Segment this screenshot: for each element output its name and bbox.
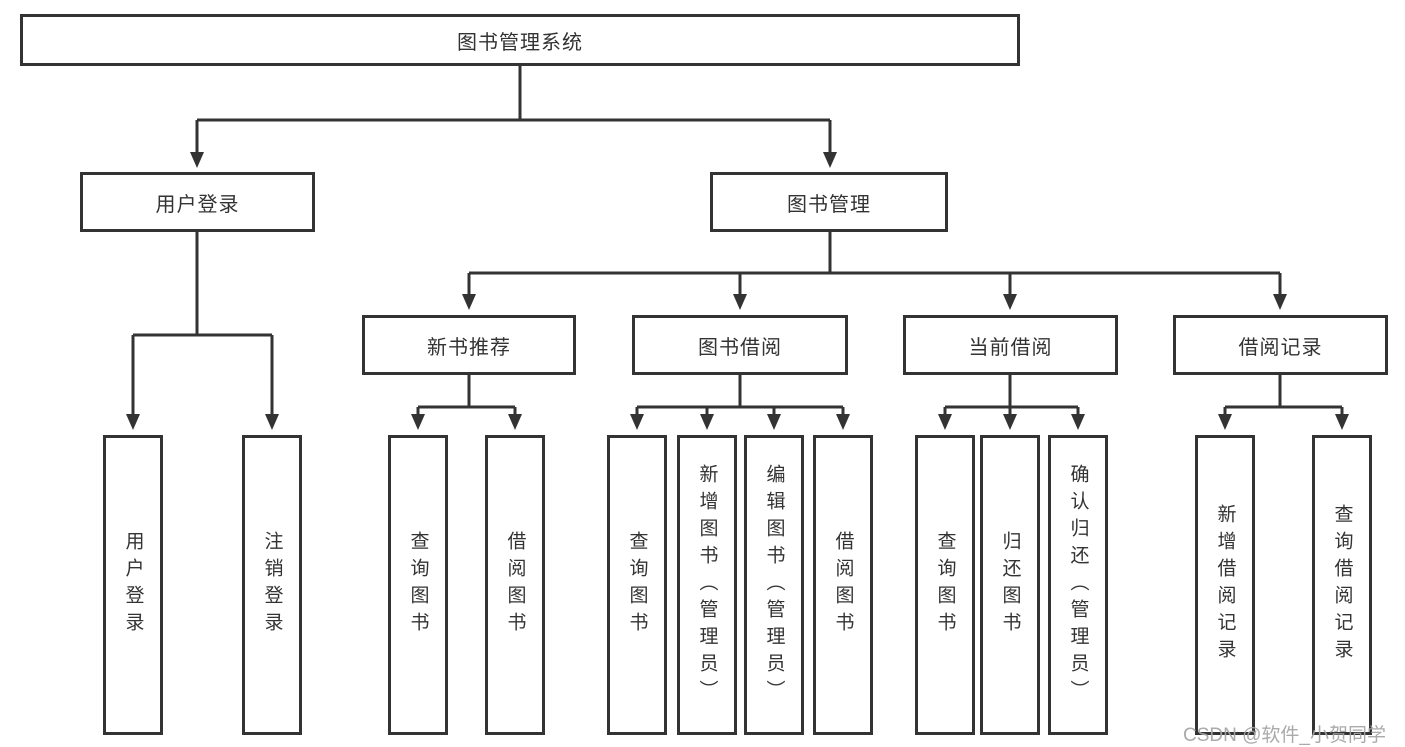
node-label: 注销登录	[261, 531, 283, 639]
leaf-query-books-borrowing: 查询图书	[607, 435, 667, 735]
node-borrowing-records: 借阅记录	[1173, 315, 1388, 375]
leaf-borrow-books-borrowing: 借阅图书	[813, 435, 873, 735]
node-label: 归还图书	[999, 531, 1021, 639]
node-label: 查询图书	[407, 531, 429, 639]
leaf-confirm-return-admin: 确认归还（管理员）	[1048, 435, 1108, 735]
node-label: 新增图书（管理员）	[696, 463, 718, 707]
node-label: 借阅记录	[1238, 336, 1323, 359]
node-label: 图书管理系统	[457, 31, 583, 54]
node-user-login: 用户登录	[80, 172, 315, 232]
leaf-query-borrow-record: 查询借阅记录	[1312, 435, 1372, 735]
node-label: 图书管理	[787, 193, 871, 216]
node-label: 确认归还（管理员）	[1067, 463, 1089, 707]
csdn-watermark: CSDN @软件_小贺同学	[1183, 725, 1386, 746]
node-label: 查询图书	[934, 531, 956, 639]
leaf-user-login: 用户登录	[103, 435, 163, 735]
leaf-query-books-recommend: 查询图书	[388, 435, 448, 735]
node-label: 借阅图书	[504, 531, 526, 639]
leaf-borrow-books-recommend: 借阅图书	[485, 435, 545, 735]
node-new-book-recommendation: 新书推荐	[362, 315, 576, 375]
node-label: 图书借阅	[698, 336, 782, 359]
node-label: 查询借阅记录	[1331, 504, 1353, 666]
leaf-query-books-current: 查询图书	[915, 435, 975, 735]
leaf-add-borrow-record: 新增借阅记录	[1195, 435, 1255, 735]
node-label: 新增借阅记录	[1214, 504, 1236, 666]
node-library-management-system: 图书管理系统	[20, 14, 1020, 66]
node-label: 当前借阅	[968, 336, 1053, 359]
node-label: 新书推荐	[427, 336, 511, 359]
leaf-logout: 注销登录	[242, 435, 302, 735]
node-book-borrowing: 图书借阅	[632, 315, 848, 375]
node-book-management: 图书管理	[710, 172, 948, 232]
node-label: 用户登录	[155, 193, 240, 216]
leaf-return-books: 归还图书	[980, 435, 1040, 735]
node-current-borrowing: 当前借阅	[903, 315, 1118, 375]
leaf-edit-book-admin: 编辑图书（管理员）	[744, 435, 804, 735]
node-label: 编辑图书（管理员）	[763, 463, 785, 707]
node-label: 借阅图书	[832, 531, 854, 639]
leaf-add-book-admin: 新增图书（管理员）	[677, 435, 737, 735]
node-label: 查询图书	[626, 531, 648, 639]
node-label: 用户登录	[122, 531, 144, 639]
